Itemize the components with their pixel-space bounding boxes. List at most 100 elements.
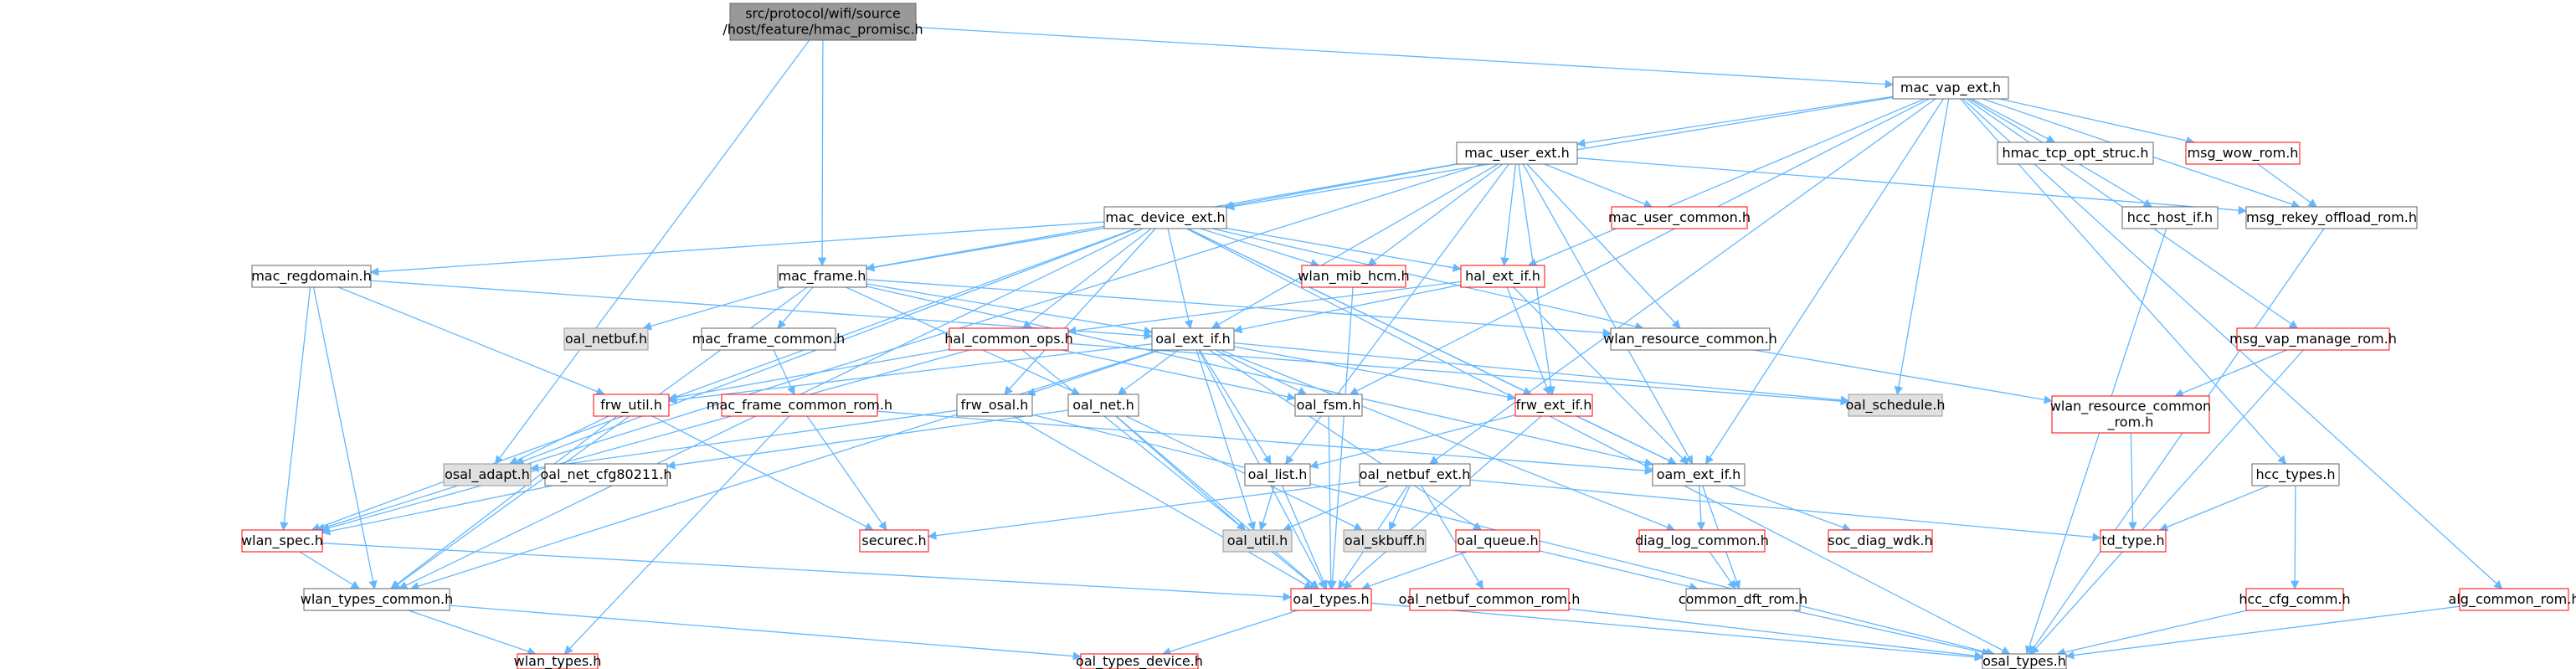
node-wlan_spec[interactable]: wlan_spec.h xyxy=(241,529,323,553)
edges-layer xyxy=(280,26,2503,661)
node-mac_frame_common_rom[interactable]: mac_frame_common_rom.h xyxy=(707,394,892,417)
node-msg_wow_rom[interactable]: msg_wow_rom.h xyxy=(2185,142,2301,165)
node-frw_osal[interactable]: frw_osal.h xyxy=(956,394,1033,417)
node-securec[interactable]: securec.h xyxy=(859,529,929,553)
edge-root-to-mac_frame xyxy=(817,39,827,267)
edge-hal_ext_if-to-oal_ext_if xyxy=(1232,284,1462,334)
edge-mac_user_ext-to-mac_user_common xyxy=(1544,163,1653,208)
edge-wlan_resource_common_rom-to-td_type xyxy=(2128,432,2137,532)
edge-oal_types-to-oal_types_device xyxy=(1161,610,1298,656)
node-wlan_resource_common[interactable]: wlan_resource_common.h xyxy=(1603,327,1777,351)
node-wlan_resource_common_rom[interactable]: wlan_resource_common_rom.h xyxy=(2050,395,2211,434)
node-oal_netbuf[interactable]: oal_netbuf.h xyxy=(563,327,649,351)
edge-frw_util-to-wlan_types_common xyxy=(390,415,618,589)
node-box xyxy=(2051,395,2210,434)
node-wlan_mib_hcm[interactable]: wlan_mib_hcm.h xyxy=(1298,265,1410,288)
node-frw_util[interactable]: frw_util.h xyxy=(593,394,670,417)
edge-oal_net-to-oal_net_cfg80211 xyxy=(666,409,1069,470)
node-box xyxy=(721,394,878,417)
edge-oal_netbuf_ext-to-td_type xyxy=(1469,479,2102,542)
node-oal_util[interactable]: oal_util.h xyxy=(1222,529,1293,553)
edge-oal_list-to-oal_util xyxy=(1258,485,1275,531)
node-hcc_cfg_comm[interactable]: hcc_cfg_comm.h xyxy=(2239,588,2351,611)
node-oal_schedule[interactable]: oal_schedule.h xyxy=(1846,394,1946,417)
node-label: frw_ext_if.h xyxy=(1516,397,1592,414)
node-box xyxy=(701,327,836,351)
node-hcc_host_if[interactable]: hcc_host_if.h xyxy=(2121,206,2219,229)
node-oal_netbuf_common_rom[interactable]: oal_netbuf_common_rom.h xyxy=(1399,588,1581,611)
node-box xyxy=(1610,327,1771,351)
node-mac_vap_ext[interactable]: mac_vap_ext.h xyxy=(1892,76,2009,100)
node-root[interactable]: src/protocol/wifi/source/host/feature/hm… xyxy=(722,3,923,41)
node-label: /host/feature/hmac_promisc.h xyxy=(722,22,923,39)
node-oal_skbuff[interactable]: oal_skbuff.h xyxy=(1343,529,1427,553)
node-label: oal_fsm.h xyxy=(1297,397,1361,414)
node-osal_adapt[interactable]: osal_adapt.h xyxy=(443,463,532,486)
node-label: oal_net.h xyxy=(1072,397,1134,414)
edge-hal_ext_if-to-oam_ext_if xyxy=(1513,286,1689,465)
node-box xyxy=(1103,206,1227,229)
node-osal_types[interactable]: osal_types.h xyxy=(1982,653,2067,669)
node-mac_user_common[interactable]: mac_user_common.h xyxy=(1608,206,1751,229)
edge-oal_ext_if-to-oal_queue xyxy=(1209,349,1483,531)
node-box xyxy=(1301,265,1406,288)
node-oal_fsm[interactable]: oal_fsm.h xyxy=(1294,394,1363,417)
node-hcc_types[interactable]: hcc_types.h xyxy=(2251,463,2340,486)
node-box xyxy=(1685,588,1801,611)
node-box xyxy=(443,463,532,486)
node-msg_vap_manage_rom[interactable]: msg_vap_manage_rom.h xyxy=(2229,327,2397,351)
node-td_type[interactable]: td_type.h xyxy=(2100,529,2167,553)
node-diag_log_common[interactable]: diag_log_common.h xyxy=(1635,529,1769,553)
edge-mac_vap_ext-to-mac_user_ext xyxy=(1576,95,1894,147)
node-oal_types[interactable]: oal_types.h xyxy=(1290,588,1372,611)
node-oam_ext_if[interactable]: oam_ext_if.h xyxy=(1652,463,1746,486)
edge-hcc_host_if-to-osal_types xyxy=(2024,228,2167,655)
node-hmac_tcp_opt_struc[interactable]: hmac_tcp_opt_struc.h xyxy=(1997,142,2154,165)
node-label: oal_netbuf.h xyxy=(565,331,647,347)
node-frw_ext_if[interactable]: frw_ext_if.h xyxy=(1514,394,1593,417)
edge-mac_device_ext-to-wlan_mib_hcm xyxy=(1200,228,1320,268)
node-box xyxy=(1460,265,1545,288)
node-hal_ext_if[interactable]: hal_ext_if.h xyxy=(1460,265,1545,288)
edge-mac_user_ext-to-hal_ext_if xyxy=(1500,163,1517,267)
node-mac_regdomain[interactable]: mac_regdomain.h xyxy=(251,265,372,288)
edge-mac_frame-to-wlan_resource_common xyxy=(866,279,1612,337)
node-common_dft_rom[interactable]: common_dft_rom.h xyxy=(1679,588,1807,611)
node-wlan_types_common[interactable]: wlan_types_common.h xyxy=(301,588,453,611)
node-oal_queue[interactable]: oal_queue.h xyxy=(1455,529,1540,553)
edge-frw_osal-to-oal_types xyxy=(1013,415,1314,589)
edge-mac_regdomain-to-oal_ext_if xyxy=(370,280,1154,341)
edge-hal_common_ops-to-wlan_spec xyxy=(320,349,970,533)
node-box xyxy=(1343,529,1427,553)
node-oal_list[interactable]: oal_list.h xyxy=(1244,463,1311,486)
node-oal_netbuf_ext[interactable]: oal_netbuf_ext.h xyxy=(1359,463,1471,486)
node-mac_user_ext[interactable]: mac_user_ext.h xyxy=(1456,142,1578,165)
edge-mac_frame_common_rom-to-wlan_types xyxy=(563,415,790,655)
edge-mac_frame-to-oal_netbuf xyxy=(642,286,785,331)
node-hal_common_ops[interactable]: hal_common_ops.h xyxy=(944,327,1073,351)
node-oal_net[interactable]: oal_net.h xyxy=(1067,394,1139,417)
edge-mac_user_ext-to-wlan_resource_common xyxy=(1526,163,1681,329)
node-oal_ext_if[interactable]: oal_ext_if.h xyxy=(1151,327,1235,351)
node-wlan_types[interactable]: wlan_types.h xyxy=(514,653,602,669)
edge-mac_regdomain-to-frw_util xyxy=(337,286,605,396)
node-mac_frame[interactable]: mac_frame.h xyxy=(777,265,867,288)
node-msg_rekey_offload_rom[interactable]: msg_rekey_offload_rom.h xyxy=(2245,206,2418,229)
edge-oal_ext_if-to-oal_schedule xyxy=(1233,342,1850,404)
node-box xyxy=(1848,394,1943,417)
node-oal_types_device[interactable]: oal_types_device.h xyxy=(1076,653,1203,669)
edge-oal_ext_if-to-frw_osal xyxy=(1026,349,1161,396)
edge-hcc_cfg_comm-to-osal_types xyxy=(2056,610,2248,656)
node-label: frw_osal.h xyxy=(961,397,1029,414)
node-mac_frame_common[interactable]: mac_frame_common.h xyxy=(692,327,846,351)
edge-mac_user_ext-to-msg_rekey_offload_rom xyxy=(1576,157,2248,215)
edge-frw_osal-to-osal_adapt xyxy=(529,409,958,472)
node-soc_diag_wdk[interactable]: soc_diag_wdk.h xyxy=(1828,529,1933,553)
node-alg_common_rom[interactable]: alg_common_rom.h xyxy=(2449,588,2576,611)
node-oal_net_cfg80211[interactable]: oal_net_cfg80211.h xyxy=(540,463,672,486)
node-label: _rom.h xyxy=(2107,414,2154,431)
edge-frw_util-to-securec xyxy=(651,415,874,531)
edge-msg_vap_manage_rom-to-osal_types xyxy=(2030,349,2304,655)
node-mac_device_ext[interactable]: mac_device_ext.h xyxy=(1103,206,1227,229)
node-label: hmac_tcp_opt_struc.h xyxy=(2002,145,2148,162)
